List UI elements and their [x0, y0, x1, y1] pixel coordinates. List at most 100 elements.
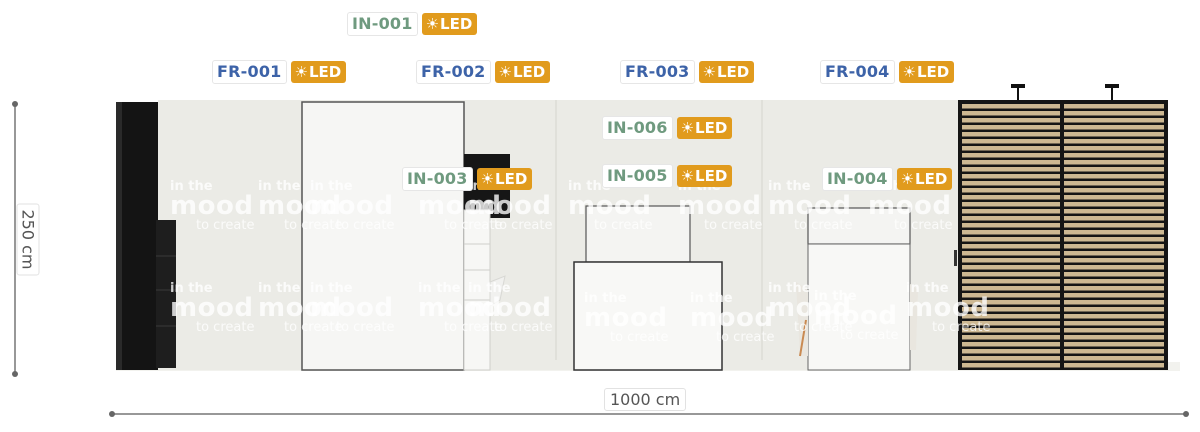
watermark-text: to create	[794, 320, 853, 335]
tag-in-003[interactable]: IN-003 ☀LED	[402, 167, 533, 191]
slat-wall	[962, 104, 1164, 368]
led-label: LED	[716, 63, 750, 81]
chair	[489, 275, 506, 307]
watermark-text: in the	[690, 291, 733, 306]
watermark-text: in the	[768, 281, 811, 296]
wood-slat	[962, 167, 1060, 172]
watermark-text: to create	[704, 218, 763, 233]
watermark-text: mood	[170, 191, 254, 221]
dimension-endpoint	[12, 101, 18, 107]
left-shelf-unit	[156, 220, 176, 368]
wood-slat	[962, 293, 1060, 298]
sun-icon: ☀	[498, 63, 512, 81]
dimension-endpoint	[12, 371, 18, 377]
wood-slat	[962, 258, 1060, 263]
wood-slat	[1064, 349, 1164, 354]
wood-slat	[1064, 146, 1164, 151]
watermark-text: in the	[258, 179, 301, 194]
tag-in-006[interactable]: IN-006 ☀LED	[602, 116, 733, 140]
tag-in-004[interactable]: IN-004 ☀LED	[822, 167, 953, 191]
watermark-text: mood	[906, 293, 990, 323]
watermark-text: mood	[418, 191, 502, 221]
tag-fr-002[interactable]: FR-002 ☀LED	[416, 60, 551, 84]
wood-slat	[1064, 237, 1164, 242]
sun-icon: ☀	[480, 170, 495, 188]
wood-slat	[1064, 314, 1164, 319]
watermark-text: mood	[678, 191, 762, 221]
sun-icon: ☀	[900, 170, 915, 188]
center-counter	[573, 261, 723, 371]
led-badge: ☀LED	[898, 61, 955, 83]
tag-code: FR-002	[416, 60, 491, 84]
watermark-text: mood	[468, 191, 552, 221]
wood-slat	[1064, 321, 1164, 326]
right-counter-top	[807, 207, 911, 245]
watermark-text: to create	[336, 218, 395, 233]
led-label: LED	[916, 63, 950, 81]
led-label: LED	[440, 15, 473, 33]
watermark-text: mood	[868, 191, 952, 221]
watermark-text: mood	[258, 191, 342, 221]
watermark-text: to create	[494, 218, 553, 233]
wood-slat	[1064, 356, 1164, 361]
wood-slat	[962, 188, 1060, 193]
watermark-text: to create	[196, 218, 255, 233]
sun-icon: ☀	[680, 167, 695, 185]
wood-slat	[1064, 195, 1164, 200]
wood-slat	[1064, 251, 1164, 256]
wood-slat	[962, 104, 1060, 109]
watermark-text: to create	[444, 320, 503, 335]
wood-slat	[962, 118, 1060, 123]
watermark-text: in the	[310, 179, 353, 194]
tag-code: IN-001	[347, 12, 418, 36]
tag-code: IN-004	[822, 167, 893, 191]
tag-fr-004[interactable]: FR-004 ☀LED	[820, 60, 955, 84]
wood-slat	[962, 237, 1060, 242]
large-white-panel	[301, 101, 465, 371]
wood-slat	[1064, 342, 1164, 347]
led-label: LED	[915, 170, 948, 188]
tag-in-001[interactable]: IN-001 ☀LED	[347, 12, 478, 36]
wood-slat	[1064, 188, 1164, 193]
watermark-text: in the	[258, 281, 301, 296]
tag-code: IN-005	[602, 164, 673, 188]
watermark-text: mood	[568, 191, 652, 221]
wood-slat	[962, 363, 1060, 368]
tag-fr-001[interactable]: FR-001 ☀LED	[212, 60, 347, 84]
wood-slat	[1064, 328, 1164, 333]
watermark-text: mood	[310, 293, 394, 323]
wood-slat	[962, 202, 1060, 207]
wood-slat	[1064, 265, 1164, 270]
dimension-endpoint	[109, 411, 115, 417]
watermark-text: in the	[814, 289, 857, 304]
watermark-text: in the	[310, 281, 353, 296]
wood-slat	[962, 272, 1060, 277]
led-badge: ☀LED	[896, 168, 953, 190]
watermark-text: to create	[284, 320, 343, 335]
wood-slat	[962, 139, 1060, 144]
watermark-text: to create	[444, 218, 503, 233]
wood-slat	[962, 181, 1060, 186]
wood-slat	[1064, 307, 1164, 312]
watermark-text: mood	[468, 293, 552, 323]
tag-in-005[interactable]: IN-005 ☀LED	[602, 164, 733, 188]
wood-slat	[962, 230, 1060, 235]
tag-code: FR-004	[820, 60, 895, 84]
watermark-text: to create	[794, 218, 853, 233]
led-label: LED	[308, 63, 342, 81]
wood-slat	[1064, 132, 1164, 137]
wood-slat	[1064, 363, 1164, 368]
sun-icon: ☀	[902, 63, 916, 81]
wood-slat	[962, 146, 1060, 151]
wood-slat	[1064, 258, 1164, 263]
wood-slat	[962, 125, 1060, 130]
tag-fr-003[interactable]: FR-003 ☀LED	[620, 60, 755, 84]
height-label: 250 cm	[16, 203, 40, 276]
led-badge: ☀LED	[421, 13, 478, 35]
